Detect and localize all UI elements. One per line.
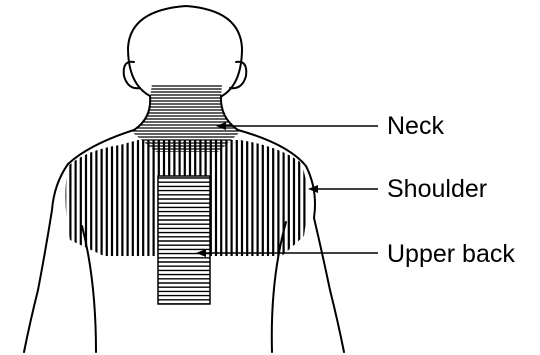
upper-back-label: Upper back — [387, 242, 515, 267]
shoulder-label: Shoulder — [387, 177, 487, 202]
right-shoulder-outline — [238, 130, 344, 352]
head-outline — [128, 6, 242, 96]
torso-left-side — [82, 226, 96, 352]
neck-pointer-arrowhead — [216, 122, 226, 130]
neck-label: Neck — [387, 114, 444, 139]
